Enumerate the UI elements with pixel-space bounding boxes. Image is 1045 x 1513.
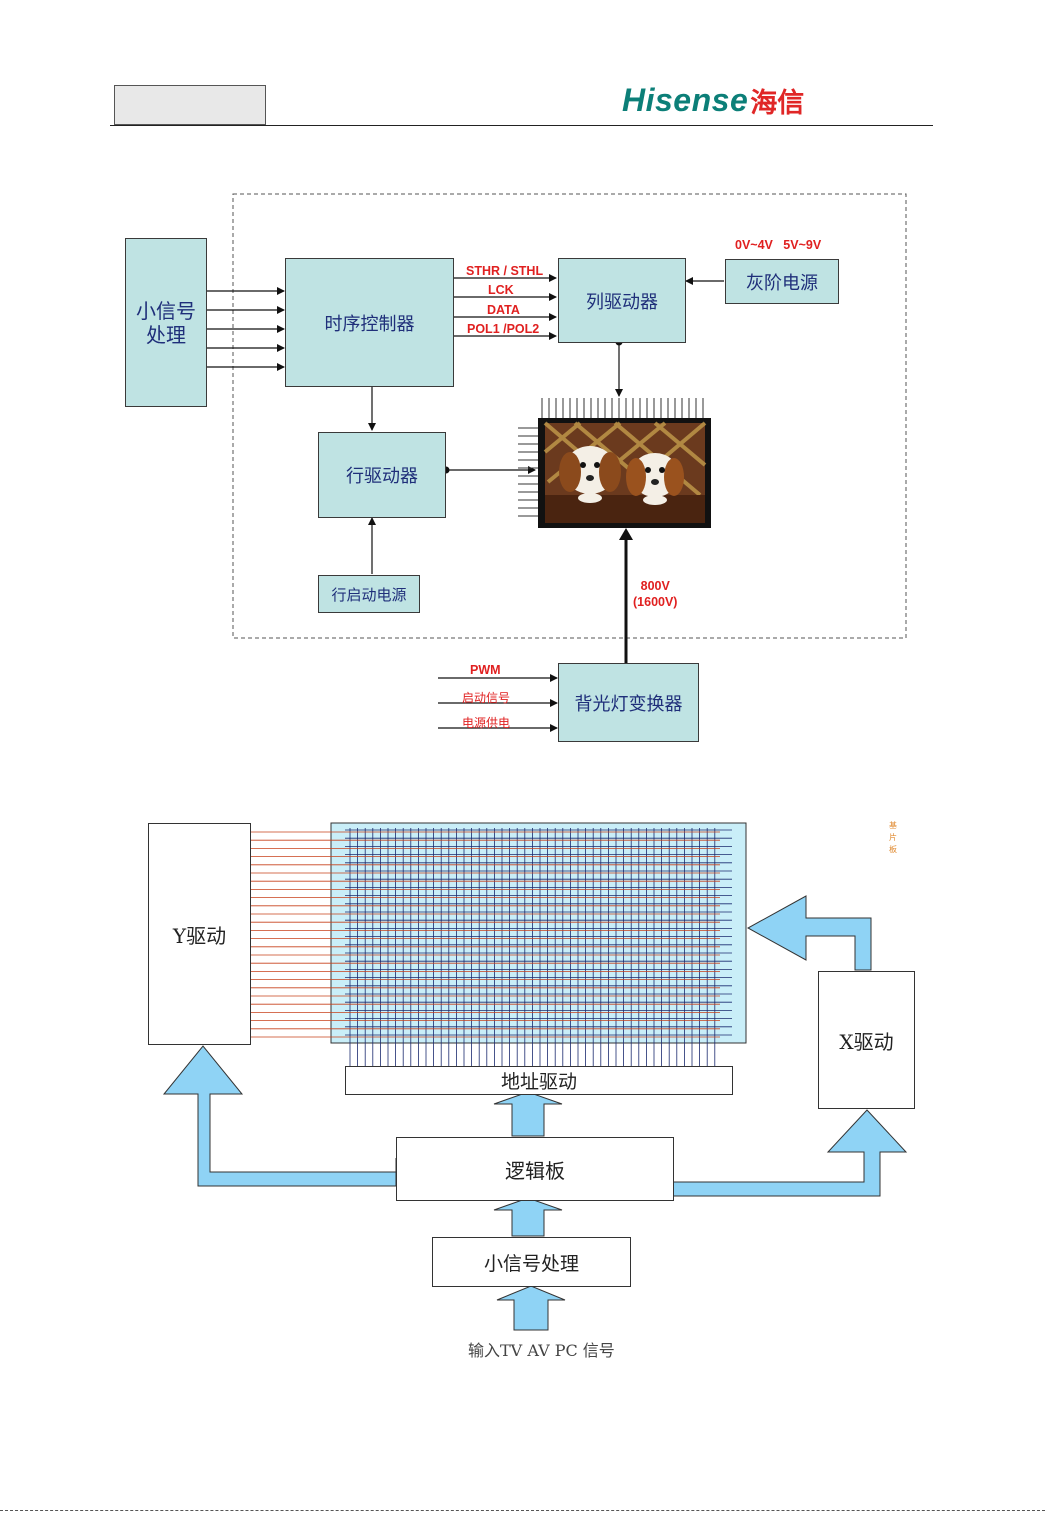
x-driver-label: X驱动 bbox=[839, 1026, 893, 1055]
side-note-label: 基 片 板 bbox=[889, 820, 897, 856]
address-driver-label: 地址驱动 bbox=[501, 1067, 577, 1094]
input-signal-label: 输入TV AV PC 信号 bbox=[468, 1337, 615, 1361]
small-signal-label-2: 小信号处理 bbox=[484, 1249, 579, 1276]
y-driver-label: Y驱动 bbox=[173, 920, 226, 949]
small-signal-box-2: 小信号处理 bbox=[432, 1237, 631, 1287]
footer-rule bbox=[0, 1510, 1045, 1511]
x-driver-box: X驱动 bbox=[818, 971, 915, 1109]
y-driver-box: Y驱动 bbox=[148, 823, 251, 1045]
logic-board-label: 逻辑板 bbox=[505, 1155, 565, 1184]
logic-board-box: 逻辑板 bbox=[396, 1137, 674, 1201]
address-driver-box: 地址驱动 bbox=[345, 1066, 733, 1095]
